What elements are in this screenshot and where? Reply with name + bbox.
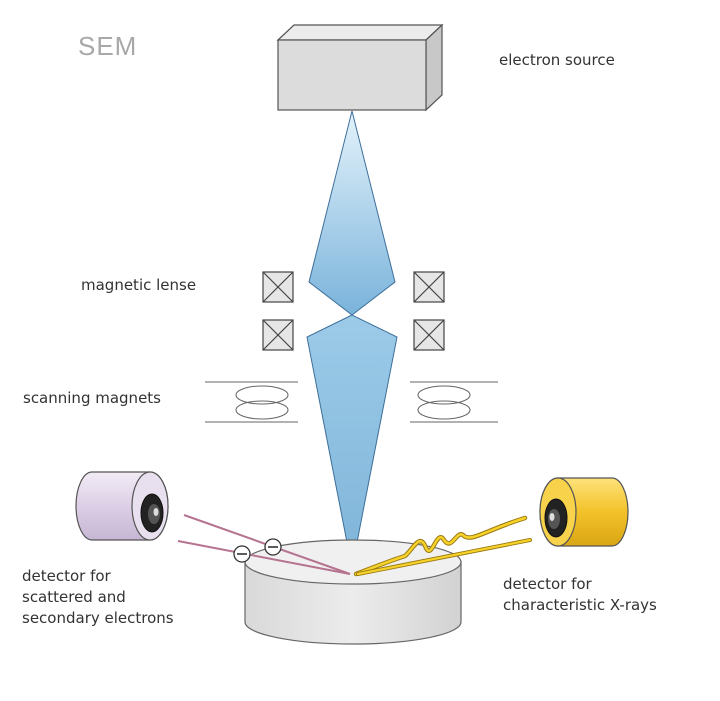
electron-detector-label: detector for scattered and secondary ele…	[22, 566, 212, 629]
electron-detector	[75, 471, 169, 541]
xray-detector-label: detector for characteristic X-rays	[503, 574, 693, 616]
lens-coil-top-left	[262, 271, 294, 303]
scan-coil-right	[410, 381, 498, 423]
scanning-magnets	[205, 381, 498, 423]
electron-detector-label-line: scattered and	[22, 588, 126, 606]
magnetic-lense-label: magnetic lense	[81, 276, 197, 294]
electron-icon	[233, 545, 251, 563]
electron-detector-label-line: detector for	[22, 567, 111, 585]
scan-coil-left	[205, 381, 298, 423]
lens-coil-top-right	[413, 271, 445, 303]
electron-source	[276, 23, 444, 112]
electron-source-label: electron source	[499, 51, 615, 69]
electron-detector-label-line: secondary electrons	[22, 609, 174, 627]
scanning-magnets-label: scanning magnets	[23, 389, 161, 407]
lens-coil-bottom-left	[262, 319, 294, 351]
xray-detector-label-line: detector for	[503, 575, 592, 593]
xray-detector	[539, 477, 629, 547]
lens-coil-bottom-right	[413, 319, 445, 351]
electron-icon	[264, 538, 282, 556]
sample-stage	[244, 539, 462, 645]
diagram-title: SEM	[78, 31, 138, 61]
xray-traces	[353, 515, 532, 577]
electron-beam	[306, 110, 398, 569]
electron-symbols	[233, 538, 282, 563]
magnetic-lens	[262, 271, 445, 351]
xray-detector-label-line: characteristic X-rays	[503, 596, 657, 614]
